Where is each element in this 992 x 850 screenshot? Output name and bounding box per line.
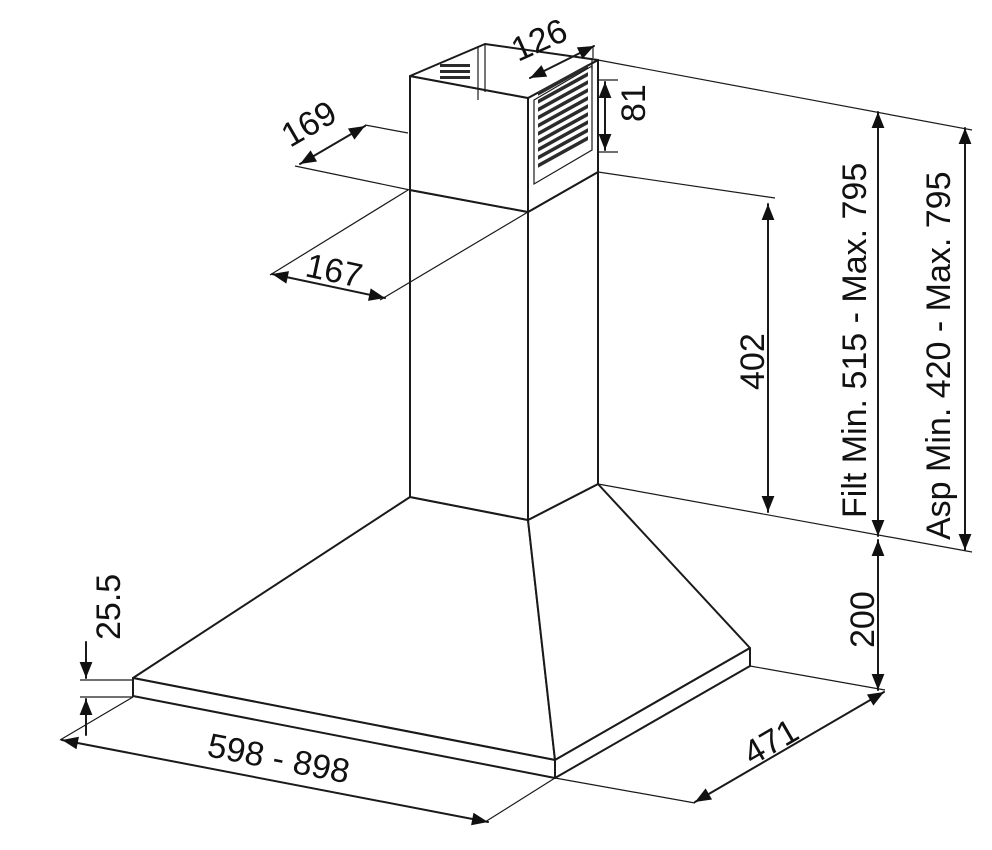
label-vent-height: 81 [615,84,653,122]
label-chimney-width: 167 [302,247,365,296]
chimney-lower-left-face [409,189,529,521]
extension-lines [59,46,973,823]
hood-body [132,43,751,779]
dimension-lines [61,45,972,826]
label-filter-range: Filt Min. 515 - Max. 795 [836,163,874,518]
vent-grille-rear [440,64,470,79]
chimney-lower-right-face [527,171,599,521]
label-canopy-height: 200 [844,591,882,648]
label-hood-depth: 471 [737,712,805,773]
vent-grille [538,64,588,168]
label-extraction-range: Asp Min. 420 - Max. 795 [920,171,958,540]
label-rim-thickness: 25.5 [90,574,128,640]
label-chimney-height: 402 [734,333,772,390]
chimney-upper-left-face [409,75,529,213]
